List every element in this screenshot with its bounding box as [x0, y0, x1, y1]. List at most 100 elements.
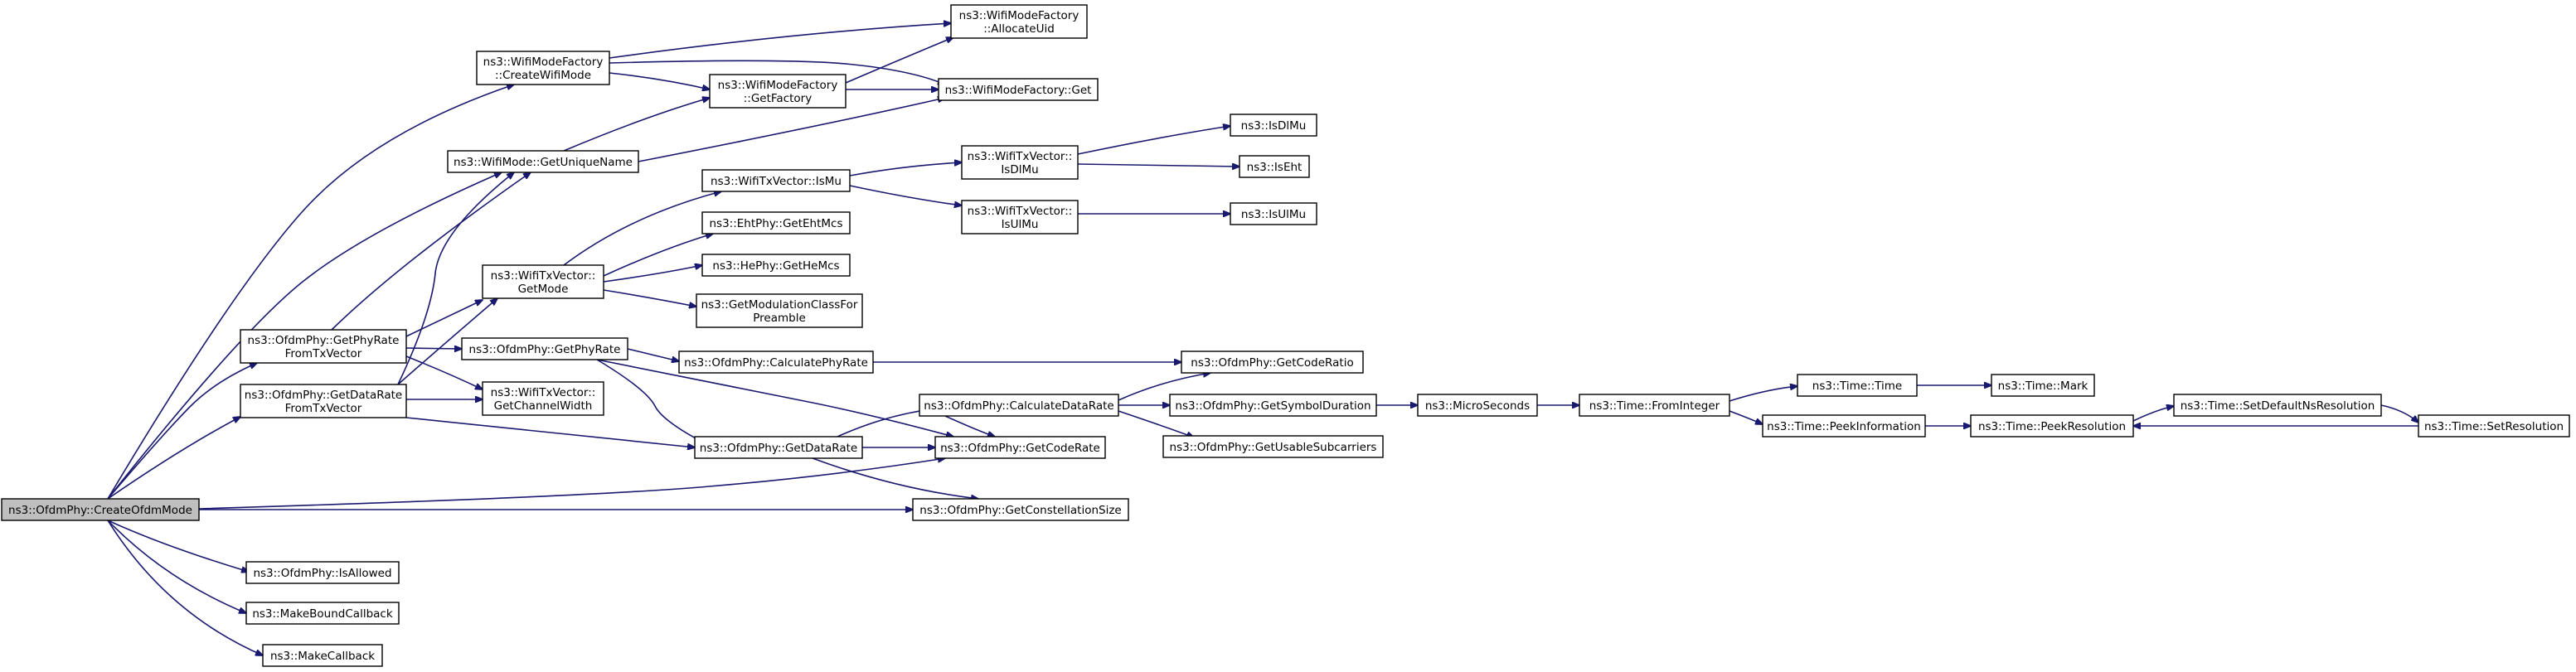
- node-label: ns3::EhtPhy::GetEhtMcs: [710, 217, 843, 230]
- node-MakeCallback[interactable]: ns3::MakeCallback: [262, 644, 383, 667]
- node-label: ns3::OfdmPhy::CalculatePhyRate: [684, 356, 868, 370]
- node-label: ns3::GetModulationClassFor: [701, 298, 858, 312]
- node-label: IsUlMu: [1002, 218, 1039, 231]
- node-box: [245, 602, 400, 625]
- edge-CreateOfdmMode-to-GetDataRateFTV: [107, 417, 240, 500]
- node-GetCodeRatio[interactable]: ns3::OfdmPhy::GetCodeRatio: [1181, 351, 1364, 374]
- edge-SetDefaultNsResolution-to-SetResolution: [2380, 404, 2418, 423]
- edge-GetUniqueName-to-GetFactory: [563, 98, 710, 152]
- node-label: ns3::WifiModeFactory::Get: [945, 84, 1092, 97]
- node-box: [934, 436, 1106, 459]
- node-SetResolution[interactable]: ns3::Time::SetResolution: [2418, 414, 2570, 438]
- node-label: ns3::WifiTxVector::IsMu: [711, 175, 842, 188]
- edge-GetUniqueName-to-WMFGet: [638, 98, 945, 162]
- node-IsDlMu[interactable]: ns3::IsDlMu: [1230, 114, 1317, 137]
- edge-TxGetMode-to-IsMu: [563, 191, 721, 266]
- node-label: ns3::HePhy::GetHeMcs: [712, 259, 839, 273]
- node-box: [1417, 394, 1538, 417]
- node-label: ns3::IsDlMu: [1241, 119, 1307, 133]
- node-label: ns3::WifiMode::GetUniqueName: [454, 156, 633, 169]
- node-label: ns3::Time::PeekResolution: [1978, 420, 2126, 433]
- node-AllocateUid[interactable]: ns3::WifiModeFactory::AllocateUid: [950, 4, 1088, 39]
- node-GetCodeRate[interactable]: ns3::OfdmPhy::GetCodeRate: [934, 436, 1106, 459]
- node-GetFactory[interactable]: ns3::WifiModeFactory::GetFactory: [709, 74, 847, 109]
- node-label: ns3::OfdmPhy::GetUsableSubcarriers: [1170, 441, 1377, 454]
- node-box: [245, 561, 400, 584]
- node-label: ns3::OfdmPhy::GetDataRate: [245, 389, 402, 402]
- node-box: [1230, 114, 1317, 137]
- node-PeekResolution[interactable]: ns3::Time::PeekResolution: [1970, 414, 2134, 438]
- edge-TxGetMode-to-HeGetHeMcs: [603, 265, 702, 283]
- node-MakeBoundCallback[interactable]: ns3::MakeBoundCallback: [245, 602, 400, 625]
- node-TimeMark[interactable]: ns3::Time::Mark: [1991, 374, 2095, 397]
- edge-TxGetMode-to-EhtGetEhtMcs: [603, 234, 713, 277]
- node-MicroSeconds[interactable]: ns3::MicroSeconds: [1417, 394, 1538, 417]
- edge-GetFactory-to-AllocateUid: [845, 37, 953, 84]
- node-EhtGetEhtMcs[interactable]: ns3::EhtPhy::GetEhtMcs: [701, 211, 851, 234]
- node-WMFGet[interactable]: ns3::WifiModeFactory::Get: [938, 78, 1099, 101]
- node-CreateWifiMode[interactable]: ns3::WifiModeFactory::CreateWifiMode: [476, 51, 610, 85]
- node-label: ns3::WifiModeFactory: [718, 79, 838, 92]
- node-label: ns3::Time::SetResolution: [2424, 420, 2564, 433]
- node-IsEht[interactable]: ns3::IsEht: [1239, 155, 1310, 178]
- node-GetConstellationSize[interactable]: ns3::OfdmPhy::GetConstellationSize: [912, 498, 1129, 521]
- node-label: ns3::MakeBoundCallback: [252, 607, 393, 621]
- node-IsUlMuV[interactable]: ns3::WifiTxVector::IsUlMu: [961, 200, 1079, 234]
- node-label: ns3::IsEht: [1247, 161, 1303, 174]
- edge-GetPhyRateFTV-to-GetUniqueName: [331, 172, 531, 331]
- node-box: [961, 200, 1079, 234]
- edge-IsDlMuV-to-IsEht: [1077, 164, 1239, 167]
- node-label: ns3::OfdmPhy::IsAllowed: [253, 567, 391, 580]
- node-label: ns3::WifiTxVector::: [968, 205, 1073, 218]
- node-CalcDataRate[interactable]: ns3::OfdmPhy::CalculateDataRate: [919, 394, 1119, 417]
- node-CreateOfdmMode[interactable]: ns3::OfdmPhy::CreateOfdmMode: [1, 498, 200, 521]
- node-box: [961, 145, 1079, 180]
- node-label: IsDlMu: [1001, 163, 1038, 176]
- edge-GetDataRate-to-GetConstellationSize: [812, 457, 978, 499]
- node-box: [1230, 202, 1317, 225]
- edge-IsMu-to-IsDlMuV: [849, 162, 962, 176]
- node-IsAllowed[interactable]: ns3::OfdmPhy::IsAllowed: [245, 561, 400, 584]
- node-GetPhyRate[interactable]: ns3::OfdmPhy::GetPhyRate: [461, 337, 628, 360]
- node-SetDefaultNsResolution[interactable]: ns3::Time::SetDefaultNsResolution: [2173, 394, 2382, 417]
- node-PeekInformation[interactable]: ns3::Time::PeekInformation: [1762, 414, 1926, 438]
- node-TimeTime[interactable]: ns3::Time::Time: [1797, 374, 1918, 397]
- node-CalcPhyRate[interactable]: ns3::OfdmPhy::CalculatePhyRate: [678, 351, 874, 374]
- node-IsDlMuV[interactable]: ns3::WifiTxVector::IsDlMu: [961, 145, 1079, 180]
- edge-GetDataRateFTV-to-GetUniqueName: [397, 172, 514, 385]
- edge-PeekResolution-to-SetDefaultNsResolution: [2132, 406, 2174, 422]
- node-label: ns3::Time::SetDefaultNsResolution: [2181, 399, 2375, 413]
- node-label: ns3::OfdmPhy::GetSymbolDuration: [1175, 399, 1370, 413]
- node-label: ns3::WifiTxVector::: [491, 386, 596, 399]
- node-box: [701, 211, 851, 234]
- node-GetChannelWidth[interactable]: ns3::WifiTxVector::GetChannelWidth: [482, 381, 604, 416]
- node-box: [694, 436, 863, 459]
- node-GetDataRate[interactable]: ns3::OfdmPhy::GetDataRate: [694, 436, 863, 459]
- node-box: [476, 51, 610, 85]
- edge-FromInteger-to-TimeTime: [1729, 386, 1797, 402]
- node-label: GetChannelWidth: [494, 399, 593, 413]
- node-box: [240, 329, 407, 364]
- node-GetUniqueName[interactable]: ns3::WifiMode::GetUniqueName: [447, 150, 639, 173]
- node-label: ns3::WifiTxVector::: [968, 150, 1073, 163]
- node-FromInteger[interactable]: ns3::Time::FromInteger: [1579, 394, 1730, 417]
- node-box: [678, 351, 874, 374]
- edge-CreateWifiMode-to-WMFGet: [609, 60, 945, 85]
- node-label: ns3::WifiModeFactory: [959, 9, 1079, 22]
- node-label: Preamble: [753, 312, 806, 325]
- node-HeGetHeMcs[interactable]: ns3::HePhy::GetHeMcs: [701, 254, 851, 277]
- node-TxGetMode[interactable]: ns3::WifiTxVector::GetMode: [482, 264, 604, 299]
- node-box: [950, 4, 1088, 39]
- node-IsMu[interactable]: ns3::WifiTxVector::IsMu: [701, 169, 851, 192]
- node-box: [1579, 394, 1730, 417]
- edge-CreateOfdmMode-to-MakeCallback: [107, 520, 263, 655]
- node-box: [2418, 414, 2570, 438]
- node-IsUlMu[interactable]: ns3::IsUlMu: [1230, 202, 1317, 225]
- node-GetSymbolDuration[interactable]: ns3::OfdmPhy::GetSymbolDuration: [1169, 394, 1377, 417]
- node-GetUsableSubcarriers[interactable]: ns3::OfdmPhy::GetUsableSubcarriers: [1162, 435, 1384, 458]
- node-box: [912, 498, 1129, 521]
